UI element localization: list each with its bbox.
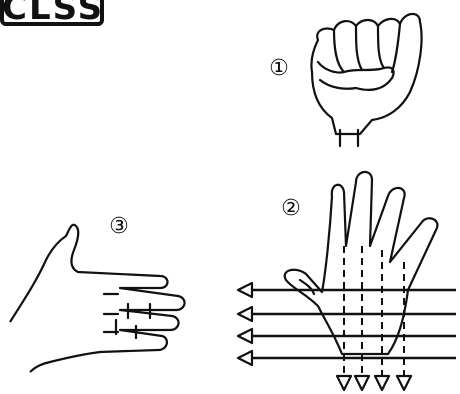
flat-hand-icon — [0, 0, 460, 394]
diagram-canvas: CLSS ① ② ③ — [0, 0, 460, 394]
